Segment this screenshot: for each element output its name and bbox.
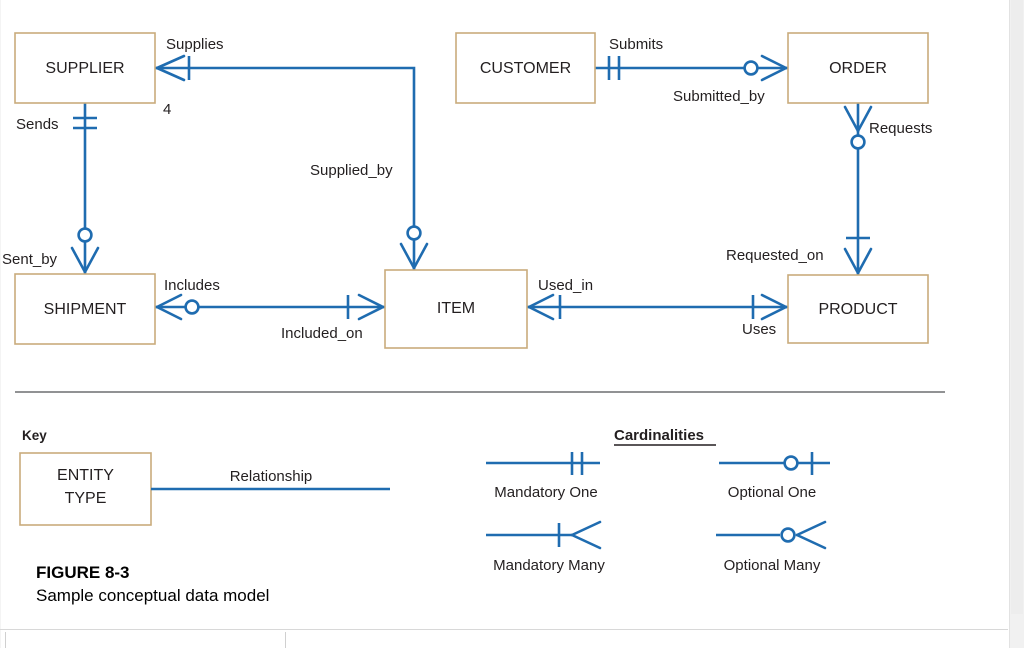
entity-label: CUSTOMER [480,60,571,77]
entity-product[interactable]: PRODUCT [787,274,929,344]
relationship-label-used-in: Used_in [538,277,593,294]
entity-box [14,273,156,345]
cardinality-caption: Mandatory One [494,484,597,501]
relationship-label-submitted-by: Submitted_by [673,88,765,105]
relationship-label-submits: Submits [609,36,663,53]
entity-supplier[interactable]: SUPPLIER [14,32,156,104]
entity-item[interactable]: ITEM [384,269,528,349]
cardinality-mandatory-many-product-side [843,236,873,275]
figure-number: FIGURE 8-3 [36,563,130,582]
entity-shipment[interactable]: SHIPMENT [14,273,156,345]
cardinality-sample-mandatory-many: Mandatory Many [486,520,605,574]
cardinality-sample-optional-many: Optional Many [716,520,827,574]
cardinalities-title: Cardinalities [614,427,704,444]
entity-label: SHIPMENT [44,301,127,318]
entity-customer[interactable]: CUSTOMER [455,32,596,104]
cardinality-sample-mandatory-one: Mandatory One [486,452,600,501]
cardinality-optional-many-order-side [743,54,788,82]
entity-label: ITEM [437,300,475,317]
relationship-label-requested-on: Requested_on [726,247,824,264]
bottom-tick-left [5,632,6,648]
relationship-label-sent-by: Sent_by [2,251,58,268]
relationship-label-supplied-by: Supplied_by [310,162,393,179]
cardinality-caption: Mandatory Many [493,557,605,574]
cardinality-optional-many-order-side-2 [843,105,873,150]
relationship-label-includes: Includes [164,277,220,294]
entity-box [787,274,929,344]
vertical-scrollbar[interactable] [1009,0,1024,648]
relationship-label-supplies: Supplies [166,36,224,53]
relationship-submits-submitted-by[interactable]: Submits Submitted_by [595,36,788,105]
cardinality-mandatory-one-supplier-side [73,116,97,130]
entity-order[interactable]: ORDER [787,32,929,104]
relationship-includes-included-on[interactable]: Includes Included_on [155,277,385,342]
scrollbar-thumb[interactable] [1011,0,1023,614]
cardinality-optional-many-shipment-side-2 [155,293,200,321]
relationship-label-included-on: Included_on [281,325,363,342]
relationship-label-requests: Requests [869,120,932,137]
relationship-sends-sent-by[interactable]: Sends Sent_by [2,103,100,274]
bottom-rule [0,629,1008,630]
cardinality-caption: Optional One [728,484,816,501]
cardinality-mandatory-one-customer-side [607,56,621,80]
figure-title: Sample conceptual data model [36,586,270,605]
cardinality-sample-optional-one: Optional One [719,452,830,501]
key-entity-box [19,452,152,526]
bottom-tick-mid [285,632,286,648]
relationship-label-uses: Uses [742,321,776,338]
cardinality-optional-many-item-side [399,225,429,270]
entity-label: ORDER [829,60,887,77]
key-entity-label-line1: ENTITY [57,467,114,484]
relationship-requests-requested-on[interactable]: Requests Requested_on [726,103,932,275]
relationship-label-sends: Sends [16,116,59,133]
key-entity-type: ENTITY TYPE [19,452,152,526]
key-title: Key [22,428,47,443]
cardinality-caption: Optional Many [724,557,821,574]
entity-label: PRODUCT [818,301,897,318]
cardinality-mandatory-many-product-side-2 [751,293,788,321]
key-relationship-label: Relationship [230,468,313,485]
relationship-degree-4: 4 [163,101,171,118]
cardinality-mandatory-many-item-side [346,293,385,321]
cardinality-optional-many-shipment-side [70,227,100,274]
relationship-supplies-supplied-by[interactable]: Supplies Supplied_by 4 [155,36,429,270]
entity-box [384,269,528,349]
figure-caption: FIGURE 8-3 Sample conceptual data model [36,562,636,607]
relationship-used-in-uses[interactable]: Used_in Uses [527,277,788,338]
entity-label: SUPPLIER [45,60,124,77]
relationship-line [155,66,416,270]
entity-box [455,32,596,104]
key-entity-label-line2: TYPE [65,490,107,507]
cardinality-mandatory-many-supplier-side [155,54,191,82]
cardinalities-legend: Cardinalities Mandatory One Optional One [486,427,830,574]
cardinality-mandatory-many-item-side-2 [527,293,562,321]
page-left-edge [0,0,1,648]
entity-box [787,32,929,104]
entity-box [14,32,156,104]
key-legend: Key ENTITY TYPE Relationship [19,428,390,526]
